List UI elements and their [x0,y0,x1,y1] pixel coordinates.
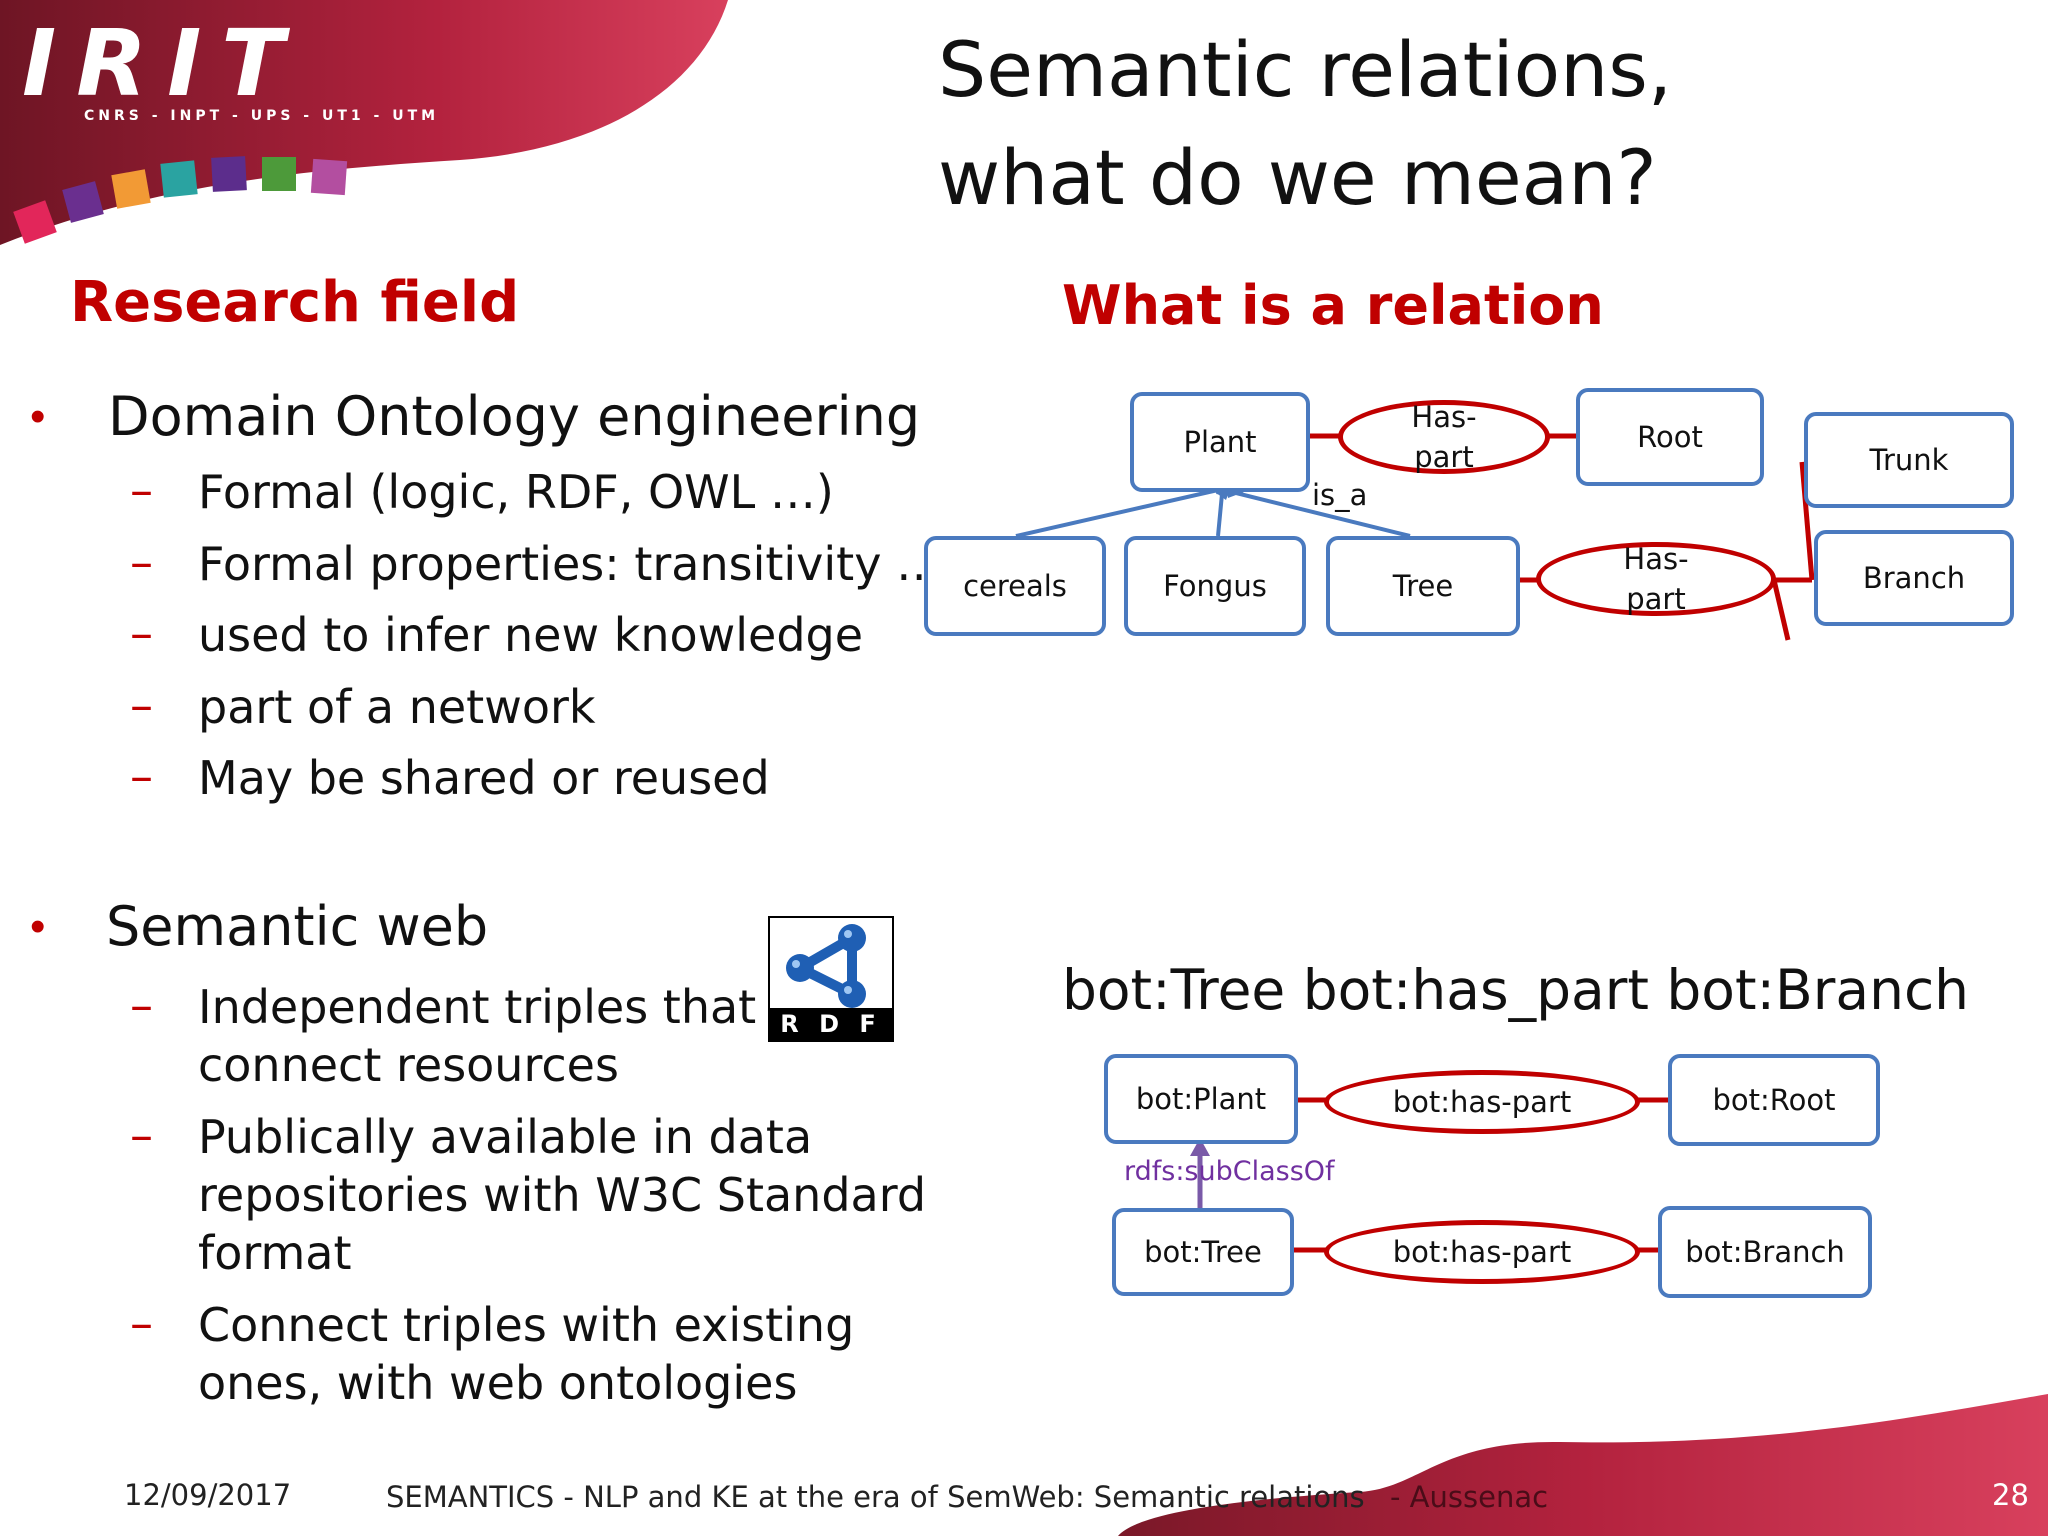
relation-bot-has-part-1: bot:has-part [1324,1070,1640,1134]
sub-item: used to infer new knowledge [198,608,864,662]
sub-item: Formal (logic, RDF, OWL …) [198,465,834,519]
footer-author: - Aussenac [1390,1480,1549,1514]
dash: – [130,606,153,660]
dash: – [130,978,153,1032]
relation-heading: What is a relation [1062,274,1604,337]
node-root: Root [1576,388,1764,486]
node-fongus: Fongus [1124,536,1306,636]
sub-item-line: ones, with web ontologies [198,1356,798,1410]
relation-has-part-2: Has- part [1536,542,1776,616]
slide-title: Semantic relations, what do we mean? [938,16,1672,232]
bullet-domain-ontology: Domain Ontology engineering [108,385,921,448]
title-line-1: Semantic relations, [938,25,1672,114]
sub-item-line: Independent triples that [198,980,757,1034]
logo-squares [13,156,348,244]
footer-band [1118,1394,2048,1536]
relation-bot-has-part-2: bot:has-part [1324,1220,1640,1284]
footer-title: SEMANTICS - NLP and KE at the era of Sem… [386,1480,1365,1514]
sub-item-line: Publically available in data [198,1110,813,1164]
logo-wordmark: IRIT [22,10,305,117]
dash: – [130,678,153,732]
dash: – [130,1296,153,1350]
sub-item: Formal properties: transitivity … [198,537,943,591]
dash: – [130,463,153,517]
sub-item: Independent triples that connect resourc… [198,978,756,1094]
logo-banner [0,0,728,245]
sub-item: Publically available in data repositorie… [198,1108,926,1282]
subclass-label: rdfs:subClassOf [1124,1156,1335,1187]
node-bot-branch: bot:Branch [1658,1206,1872,1298]
rdf-molecule-icon [786,924,866,1008]
oval-line: Has- [1411,400,1477,434]
sub-item: May be shared or reused [198,751,770,805]
node-bot-root: bot:Root [1668,1054,1880,1146]
dash: – [130,535,153,589]
logo-tagline: CNRS - INPT - UPS - UT1 - UTM [84,108,440,124]
node-bot-tree: bot:Tree [1112,1208,1294,1296]
node-branch: Branch [1814,530,2014,626]
sub-item-line: format [198,1226,352,1280]
oval-line: Has- [1623,542,1689,576]
sub-item: Connect triples with existing ones, with… [198,1296,854,1412]
oval-line: part [1414,440,1474,474]
node-bot-plant: bot:Plant [1104,1054,1298,1144]
node-trunk: Trunk [1804,412,2014,508]
node-plant: Plant [1130,392,1310,492]
node-cereals: cereals [924,536,1106,636]
research-field-heading: Research field [70,270,520,335]
dash: – [130,749,153,803]
page-number: 28 [1992,1478,2029,1512]
oval-line: part [1626,582,1686,616]
node-tree: Tree [1326,536,1520,636]
bullet-semantic-web: Semantic web [106,895,489,958]
sub-item-line: Connect triples with existing [198,1298,855,1352]
sub-item-line: repositories with W3C Standard [198,1168,927,1222]
dash: – [130,1108,153,1162]
footer-date: 12/09/2017 [124,1478,292,1512]
rdf-logo: R D F [768,916,894,1042]
bullet-dot: • [30,392,46,441]
subclass-arrowhead [1190,1138,1210,1156]
bullet-dot: • [30,902,46,951]
is-a-label: is_a [1312,478,1368,512]
rdf-logo-text: R D F [770,1008,892,1040]
relation-has-part-1: Has- part [1338,400,1550,474]
sub-item: part of a network [198,680,596,734]
sub-item-line: connect resources [198,1038,619,1092]
triple-statement: bot:Tree bot:has_part bot:Branch [1062,958,1970,1022]
title-line-2: what do we mean? [938,133,1657,222]
